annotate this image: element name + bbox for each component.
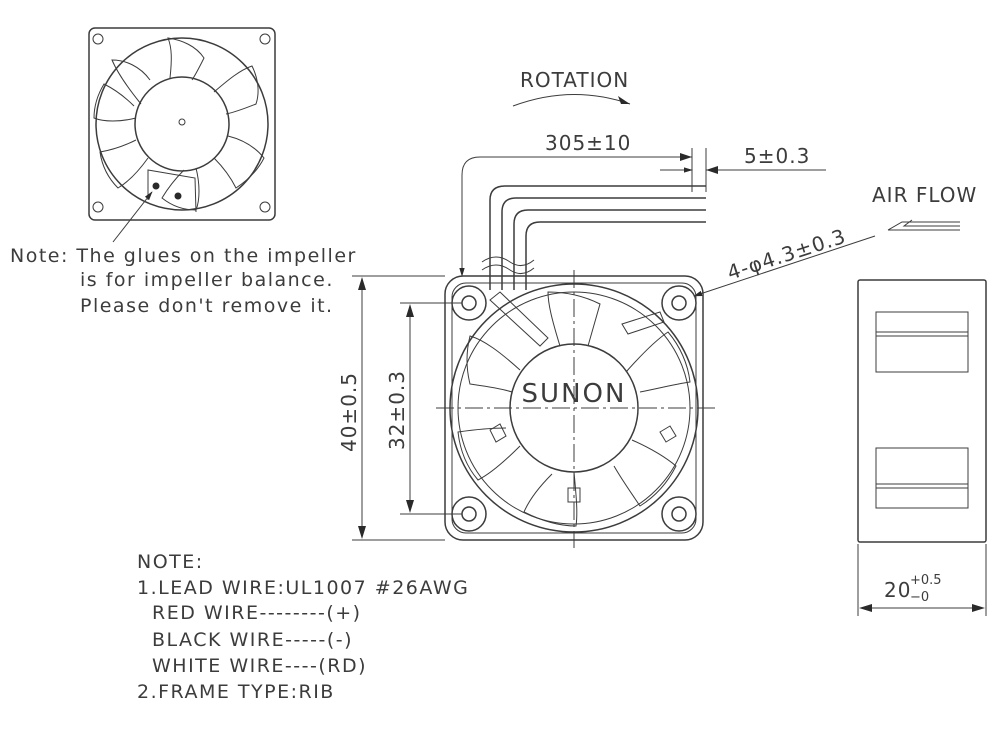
depth-tol-plus: +0.5 bbox=[910, 573, 942, 588]
notes-block: NOTE: 1.LEAD WIRE:UL1007 #26AWG RED WIRE… bbox=[137, 551, 469, 703]
glue-note-line-2: is for impeller balance. bbox=[80, 269, 334, 291]
brand-label: SUNON bbox=[522, 379, 627, 409]
hole-pitch-text: 32±0.3 bbox=[385, 370, 409, 450]
note-line-3: BLACK WIRE-----(-) bbox=[152, 629, 353, 651]
depth-text: 20 bbox=[884, 578, 911, 602]
holes-dimension: 4-φ4.3±0.3 bbox=[693, 224, 876, 297]
mounting-holes bbox=[451, 285, 697, 532]
glue-note: Note: The glues on the impeller is for i… bbox=[10, 245, 357, 317]
airflow-indicator: AIR FLOW bbox=[872, 183, 977, 231]
rotation-indicator: ROTATION bbox=[512, 68, 631, 107]
side-view bbox=[857, 279, 987, 543]
airflow-label: AIR FLOW bbox=[872, 183, 977, 207]
depth-tol-minus: −0 bbox=[910, 590, 929, 605]
rotation-label: ROTATION bbox=[520, 68, 629, 92]
lead-length-dimension: 305±10 bbox=[459, 131, 693, 277]
strip-length-dimension: 5±0.3 bbox=[660, 144, 826, 192]
glue-note-line-3: Please don't remove it. bbox=[80, 295, 334, 317]
glue-note-line-1: Note: The glues on the impeller bbox=[10, 245, 357, 267]
lead-wires bbox=[481, 185, 706, 290]
strip-length-text: 5±0.3 bbox=[744, 144, 810, 168]
small-fan-view bbox=[88, 27, 276, 243]
note-line-5: 2.FRAME TYPE:RIB bbox=[137, 681, 335, 703]
frame-size-text: 40±0.5 bbox=[337, 372, 361, 452]
notes-heading: NOTE: bbox=[137, 551, 204, 573]
frame-size-dimension: 40±0.5 bbox=[337, 275, 445, 541]
note-line-2: RED WIRE--------(+) bbox=[152, 602, 362, 624]
main-fan-view: SUNON bbox=[436, 270, 716, 548]
hole-pitch-dimension: 32±0.3 bbox=[385, 302, 462, 515]
holes-text: 4-φ4.3±0.3 bbox=[724, 224, 849, 285]
depth-dimension: 20 +0.5 −0 bbox=[857, 544, 987, 616]
lead-length-text: 305±10 bbox=[545, 131, 631, 155]
note-line-1: 1.LEAD WIRE:UL1007 #26AWG bbox=[137, 577, 469, 599]
note-line-4: WHITE WIRE----(RD) bbox=[152, 655, 367, 677]
